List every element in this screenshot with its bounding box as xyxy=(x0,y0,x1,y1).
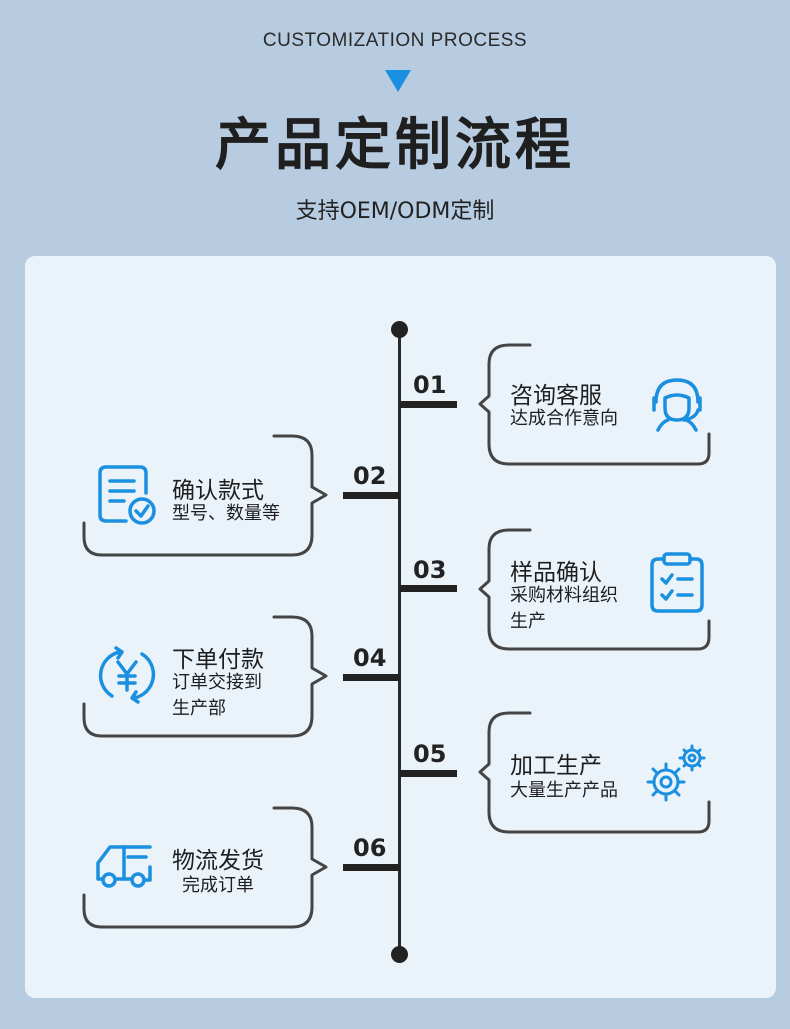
step-01-number: 01 xyxy=(413,371,447,399)
page-subtitle: 支持OEM/ODM定制 xyxy=(295,199,495,224)
step-03-card: 样品确认 采购材料组织 生产 xyxy=(476,527,720,654)
step-02-number: 02 xyxy=(353,462,387,490)
eyebrow-text: CUSTOMIZATION PROCESS xyxy=(262,30,528,51)
step-04-number: 04 xyxy=(353,644,387,672)
timeline-end-dot xyxy=(391,946,408,963)
step-02-card: 确认款式 型号、数量等 xyxy=(80,433,332,559)
delivery-truck-icon xyxy=(96,845,152,888)
step-05-desc: 大量生产产品 xyxy=(510,780,618,801)
step-06-bubble-frame xyxy=(82,806,328,929)
step-01-desc: 达成合作意向 xyxy=(510,408,618,429)
step-01-tick xyxy=(400,401,457,408)
step-02-bubble-frame xyxy=(82,434,328,557)
step-05-number: 05 xyxy=(413,740,447,768)
step-02-tick xyxy=(343,492,400,499)
step-04-tick xyxy=(343,674,400,681)
clipboard-check-icon xyxy=(650,552,704,613)
gears-icon xyxy=(646,744,706,802)
step-03-tick xyxy=(400,585,457,592)
yuan-payment-icon xyxy=(98,646,156,704)
step-01-card: 咨询客服 达成合作意向 xyxy=(476,342,720,468)
step-06-title: 物流发货 xyxy=(172,848,264,874)
step-04-desc: 订单交接到 生产部 xyxy=(172,670,262,722)
step-05-title: 加工生产 xyxy=(510,753,602,779)
step-03-desc-line-2: 生产 xyxy=(510,611,546,632)
step-02-desc: 型号、数量等 xyxy=(172,503,280,524)
step-05-tick xyxy=(400,770,457,777)
step-03-bubble-frame xyxy=(478,528,711,651)
step-06-desc: 完成订单 xyxy=(182,875,254,896)
timeline-start-dot xyxy=(391,321,408,338)
step-04-title: 下单付款 xyxy=(172,647,264,673)
step-01-title: 咨询客服 xyxy=(510,383,602,409)
step-04-bubble-frame xyxy=(82,615,328,738)
step-03-desc-line-1: 采购材料组织 xyxy=(510,585,618,606)
step-06-number: 06 xyxy=(353,834,387,862)
timeline-line xyxy=(398,330,401,955)
step-05-card: 加工生产 大量生产产品 xyxy=(476,710,720,836)
step-04-desc-line-2: 生产部 xyxy=(172,698,226,719)
document-check-icon xyxy=(98,465,156,525)
step-03-number: 03 xyxy=(413,556,447,584)
page-title: 产品定制流程 xyxy=(215,113,575,178)
step-03-desc: 采购材料组织 生产 xyxy=(510,583,618,635)
customer-service-icon xyxy=(652,378,702,432)
step-05-bubble-frame xyxy=(478,711,711,834)
step-04-card: 下单付款 订单交接到 生产部 xyxy=(80,614,332,740)
step-06-tick xyxy=(343,864,400,871)
step-04-desc-line-1: 订单交接到 xyxy=(172,672,262,693)
down-triangle-icon xyxy=(385,70,411,92)
step-03-title: 样品确认 xyxy=(510,560,602,586)
step-06-card: 物流发货 完成订单 xyxy=(80,805,332,931)
step-02-title: 确认款式 xyxy=(172,478,264,504)
page-header: CUSTOMIZATION PROCESS 产品定制流程 支持OEM/ODM定制 xyxy=(0,0,790,250)
step-01-bubble-frame xyxy=(478,343,711,466)
